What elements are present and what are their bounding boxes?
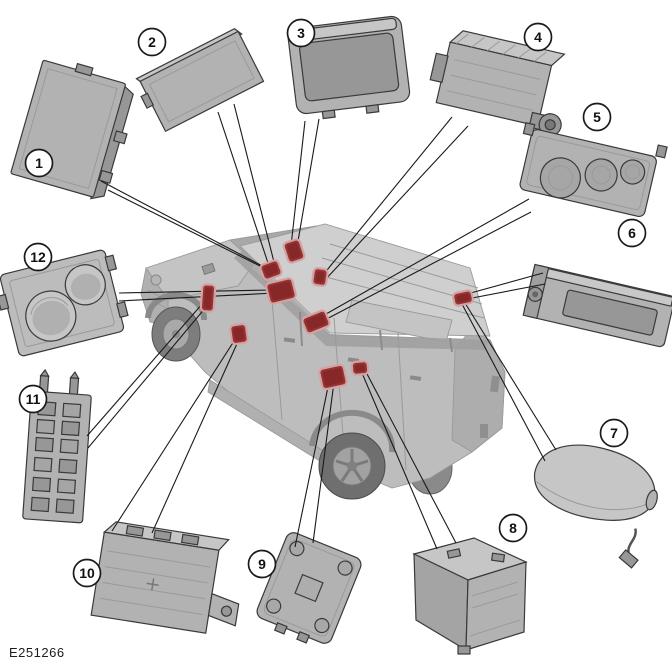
callout-9: 9 xyxy=(247,549,277,579)
callout-number: 1 xyxy=(35,155,43,171)
barrel-icon xyxy=(64,264,106,306)
callout-number: 8 xyxy=(509,520,517,536)
knob-icon xyxy=(619,159,646,185)
callout-number: 7 xyxy=(610,425,618,441)
callout-10: 10 xyxy=(72,558,102,588)
component-9-illustration xyxy=(256,532,362,644)
figure-label: E251266 xyxy=(9,645,65,660)
barrel-icon xyxy=(25,290,77,342)
leader-line-11 xyxy=(86,302,204,437)
callout-number: 12 xyxy=(30,249,46,265)
callout-number: 2 xyxy=(148,34,156,50)
component-3-illustration xyxy=(287,15,411,120)
component-7-illustration xyxy=(534,444,658,569)
leader-line-2 xyxy=(217,111,270,267)
location-marker xyxy=(452,289,474,307)
component-10-illustration xyxy=(90,521,240,634)
component-5-illustration xyxy=(519,122,668,218)
callout-12: 12 xyxy=(23,242,53,272)
callout-11: 11 xyxy=(18,384,48,414)
tail-lamp xyxy=(480,424,488,438)
callout-number: 10 xyxy=(79,565,95,581)
component-4-illustration xyxy=(429,30,566,137)
component-11-illustration xyxy=(22,368,92,524)
leader-line-5 xyxy=(318,211,532,324)
callout-3: 3 xyxy=(286,18,316,48)
leader-line-1 xyxy=(107,189,275,274)
callout-number: 9 xyxy=(258,556,266,572)
leader-line-10 xyxy=(111,337,237,532)
rear-wheel xyxy=(318,432,386,500)
callout-4: 4 xyxy=(523,22,553,52)
callout-1: 1 xyxy=(24,148,54,178)
location-marker xyxy=(318,363,348,391)
callout-2: 2 xyxy=(137,27,167,57)
door-handle xyxy=(409,375,422,381)
cable-connector-icon xyxy=(618,549,639,569)
side-mirror xyxy=(201,262,216,275)
location-marker xyxy=(301,309,331,335)
leader-line-6 xyxy=(466,283,546,300)
headlight xyxy=(150,274,162,286)
callout-number: 11 xyxy=(26,391,41,407)
location-marker xyxy=(265,277,297,305)
leader-line-12 xyxy=(118,289,273,294)
location-markers-layer xyxy=(199,238,474,391)
vehicle-illustration xyxy=(140,223,506,500)
leader-line-5 xyxy=(318,198,530,319)
leader-line-4 xyxy=(322,116,453,276)
location-marker xyxy=(229,322,249,346)
leader-line-6 xyxy=(466,272,544,295)
callout-number: 3 xyxy=(297,25,305,41)
callout-8: 8 xyxy=(498,513,528,543)
tail-lamp xyxy=(489,375,501,393)
leader-line-10 xyxy=(151,336,241,534)
location-marker xyxy=(282,238,306,264)
component-1-illustration xyxy=(10,59,134,200)
leader-line-7 xyxy=(464,302,557,451)
leader-line-8 xyxy=(361,372,438,550)
component-8-illustration xyxy=(412,537,528,655)
leader-line-12 xyxy=(118,292,276,302)
leader-line-9 xyxy=(294,381,330,548)
leader-line-1 xyxy=(100,180,271,271)
location-marker xyxy=(311,267,329,287)
component-2-illustration xyxy=(135,28,265,133)
callout-number: 5 xyxy=(593,109,601,125)
callout-number: 6 xyxy=(628,225,636,241)
leader-line-3 xyxy=(290,120,306,247)
leader-line-2 xyxy=(233,103,276,267)
location-marker xyxy=(259,259,283,281)
leader-line-7 xyxy=(461,303,546,462)
callout-number: 4 xyxy=(534,29,542,45)
knob-icon xyxy=(584,158,618,192)
component-12-illustration xyxy=(0,249,129,357)
location-marker xyxy=(350,360,370,376)
leader-line-4 xyxy=(324,125,469,281)
component-6-illustration xyxy=(522,263,672,348)
door-handle xyxy=(283,337,296,343)
leader-line-3 xyxy=(296,118,320,248)
callout-7: 7 xyxy=(599,418,629,448)
callout-6: 6 xyxy=(617,218,647,248)
leader-line-9 xyxy=(312,381,335,544)
location-marker xyxy=(199,283,217,313)
leader-line-11 xyxy=(87,306,207,449)
knob-icon xyxy=(539,157,582,199)
leader-line-8 xyxy=(365,371,457,544)
callout-5: 5 xyxy=(582,102,612,132)
leader-lines-layer xyxy=(86,103,557,550)
